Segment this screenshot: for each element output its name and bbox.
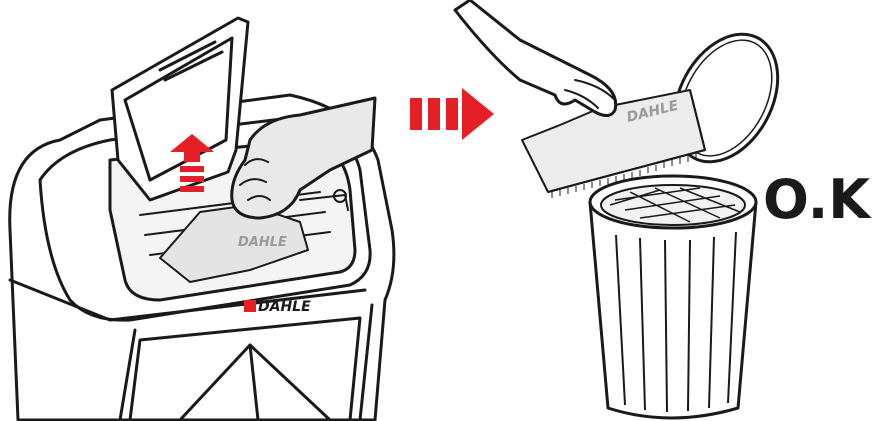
right-hand-shape [455,0,616,116]
right-arrow-head [462,88,494,140]
up-arrow-bar-2 [180,176,204,182]
shredder-logo-mark [244,300,256,312]
up-arrow-bar-1 [180,166,204,172]
right-arrow-bar-2 [428,98,440,130]
shredder-bag-logo: DAHLE [238,235,287,250]
right-arrow-icon [410,88,494,140]
waste-bin [590,176,756,418]
right-arrow-bar-1 [410,98,422,130]
right-hand [455,0,616,116]
up-arrow-bar-3 [180,186,204,192]
shredder-logo-text: DAHLE [258,299,311,315]
ok-label: O.K. [763,168,875,231]
waste-bin-body [590,202,756,418]
right-arrow-bar-3 [446,98,458,130]
